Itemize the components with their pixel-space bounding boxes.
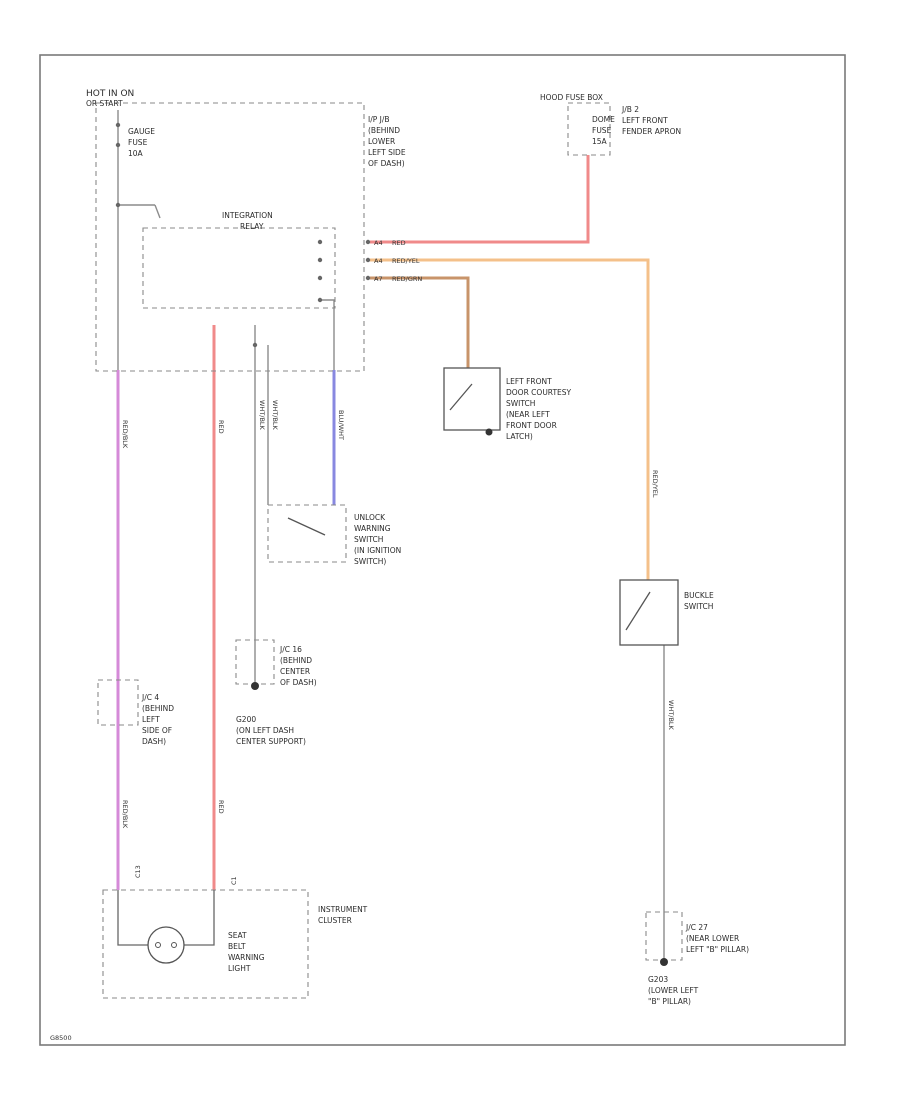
cluster-pin-c13: C13: [134, 865, 142, 878]
wire-label-orange: RED/YEL: [651, 470, 659, 498]
wire-label-blue: BLU/WHT: [337, 410, 345, 440]
wire-label-left-top: RED/BLK: [121, 420, 129, 449]
relay-wire-red-grn: RED/GRN: [392, 275, 422, 283]
relay-pin-a4-top: A4: [374, 239, 383, 247]
relay-wire-red: RED: [392, 239, 406, 247]
relay-pin-a7: A7: [374, 275, 383, 283]
relay-wire-red-yel: RED/YEL: [392, 257, 420, 265]
g200-ground-dot: [251, 682, 259, 690]
integration-relay-label: INTEGRATION RELAY: [222, 211, 275, 231]
unlock-warning-switch-box: [267, 504, 347, 563]
diagram-frame: [39, 54, 846, 1046]
unlock-warning-switch-label: UNLOCK WARNING SWITCH (IN IGNITION SWITC…: [354, 513, 404, 566]
buckle-switch-contact: [625, 591, 651, 631]
instrument-cluster-box: [102, 889, 309, 999]
door-switch-ground-dot: [485, 428, 493, 436]
door-courtesy-switch-label: LEFT FRONT DOOR COURTESY SWITCH (NEAR LE…: [506, 377, 574, 441]
cluster-pin-c1: C1: [230, 876, 238, 885]
bulb-filament-b: [171, 942, 177, 948]
jc4-box: [97, 679, 139, 726]
hot-in-on-label: HOT IN ON: [86, 89, 134, 99]
footer-code: G8500: [50, 1034, 72, 1042]
jb2-fender-label: J/B 2 LEFT FRONT FENDER APRON: [621, 105, 681, 136]
buckle-switch-label: BUCKLE SWITCH: [684, 591, 716, 611]
hood-fuses-label: HOOD FUSE BOX: [540, 93, 603, 102]
seat-belt-warning-light-label: SEAT BELT WARNING LIGHT: [228, 931, 267, 973]
gauge-fuse-label: GAUGE FUSE 10A: [128, 127, 157, 158]
jc4-label: J/C 4 (BEHIND LEFT SIDE OF DASH): [141, 693, 176, 746]
wire-red-dome: [370, 155, 590, 244]
instrument-cluster-label: INSTRUMENT CLUSTER: [318, 905, 370, 925]
wire-label-second-top: RED: [217, 420, 225, 434]
wire-label-left-bottom: RED/BLK: [121, 800, 129, 829]
g203-label: G203 (LOWER LEFT "B" PILLAR): [648, 975, 701, 1006]
seat-belt-warning-light-bulb: [147, 926, 185, 964]
wire-gauge-to-relay-b: [154, 204, 161, 219]
hood-fuse-box: [567, 102, 611, 156]
jc27-label: J/C 27 (NEAR LOWER LEFT "B" PILLAR): [685, 923, 749, 954]
relay-pin-markers: [115, 122, 371, 348]
wire-label-gnd-a: WHT/BLK: [258, 400, 266, 431]
wire-red-grn-door: [370, 276, 470, 368]
wire-label-second-bottom: RED: [217, 800, 225, 814]
hot-in-on-label-2: OR START: [86, 99, 123, 108]
wire-label-gnd-b: WHT/BLK: [271, 400, 279, 431]
g203-ground-dot: [660, 958, 668, 966]
wire-red-yel-buckle: [370, 258, 650, 580]
ip-junction-block: [95, 102, 365, 372]
bulb-filament-a: [155, 942, 161, 948]
door-switch-contact: [449, 383, 473, 411]
relay-pin-a4-mid: A4: [374, 257, 383, 265]
door-courtesy-switch-box: [443, 367, 501, 431]
jc16-label: J/C 16 (BEHIND CENTER OF DASH): [279, 645, 317, 687]
unlock-switch-contact: [287, 517, 326, 536]
buckle-switch-box: [619, 579, 679, 646]
wire-label-buckle-gnd: WHT/BLK: [667, 700, 675, 731]
g200-label: G200 (ON LEFT DASH CENTER SUPPORT): [236, 715, 306, 746]
integration-relay-box: [142, 227, 336, 309]
wire-blu-wht: [318, 299, 335, 370]
dome-fuse-label: DOME FUSE 15A: [592, 115, 617, 146]
ip-jb-label: I/P J/B (BEHIND LOWER LEFT SIDE OF DASH): [368, 115, 408, 168]
